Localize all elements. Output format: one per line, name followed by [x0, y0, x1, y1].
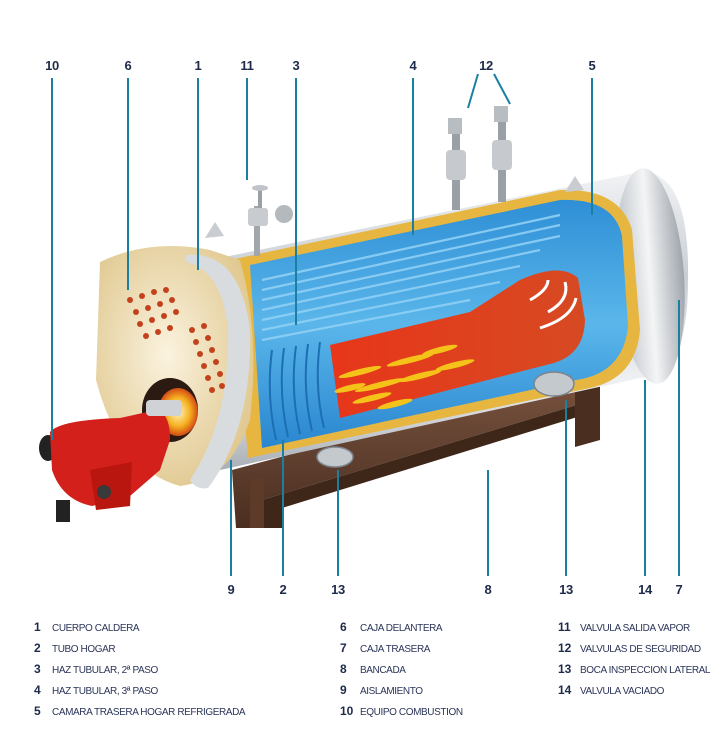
legend-label: Valvula vaciado [580, 686, 665, 697]
legend-number: 13 [558, 662, 572, 676]
legend-column-2: 6 Caja delantera 7 Caja trasera 8 Bancada 9… [340, 620, 463, 725]
legend-number: 6 [340, 620, 347, 634]
legend-label: Camara trasera hogar refrigerada [52, 707, 246, 718]
callout-4: 4 [409, 58, 417, 73]
callout-9: 9 [227, 582, 235, 597]
legend-label: Aislamiento [360, 686, 423, 697]
legend-number: 5 [34, 704, 41, 718]
leader-lines [51, 73, 680, 576]
legend-item: 3 Haz tubular, 2ª paso [34, 662, 245, 683]
legend-number: 7 [340, 641, 347, 655]
legend-item: 12 Valvulas de seguridad [558, 641, 710, 662]
legend-number: 10 [340, 704, 354, 718]
legend-label: Equipo combustion [360, 707, 463, 718]
tube-sheet-holes [127, 287, 225, 393]
legend-item: 14 Valvula vaciado [558, 683, 710, 704]
tube-bundle [261, 213, 561, 342]
legend-number: 1 [34, 620, 41, 634]
legend-number: 14 [558, 683, 572, 697]
legend-label: Tubo hogar [52, 644, 116, 655]
legend-number: 9 [340, 683, 347, 697]
legend-number: 3 [34, 662, 41, 676]
legend-label: Boca inspeccion lateral [580, 665, 711, 676]
legend-item: 1 Cuerpo caldera [34, 620, 245, 641]
callout-10: 10 [45, 58, 59, 73]
legend-item: 13 Boca inspeccion lateral [558, 662, 711, 683]
legend-item: 2 Tubo hogar [34, 641, 245, 662]
legend-item: 10 Equipo combustion [340, 704, 463, 725]
legend-label: Bancada [360, 665, 406, 676]
legend-number: 11 [558, 620, 571, 634]
legend-number: 12 [558, 641, 572, 655]
legend-label: Haz tubular, 3ª paso [52, 686, 158, 697]
callout-12: 12 [479, 58, 493, 73]
legend-item: 7 Caja trasera [340, 641, 463, 662]
lifting-lug-front [205, 222, 224, 238]
legend-item: 11 Valvula salida vapor [558, 620, 710, 641]
legend-label: Caja delantera [360, 623, 443, 634]
furnace-flame [330, 270, 585, 418]
legend-label: Haz tubular, 2ª paso [52, 665, 158, 676]
legend-column-1: 1Cuerpo caldera 2Tubo hogar 3Haz tubular… [34, 620, 246, 725]
callout-13-rear: 13 [559, 582, 573, 597]
inspection-port-front [316, 446, 354, 468]
callout-3: 3 [292, 58, 300, 73]
legend-item: 5 Camara trasera hogar refrigerada [34, 704, 246, 725]
safety-valves [446, 106, 512, 210]
lifting-lug-rear [565, 176, 584, 192]
callout-1: 1 [194, 58, 202, 73]
callout-5: 5 [588, 58, 596, 73]
legend-column-3: 11 Valvula salida vapor 12 Valvulas de seg… [558, 620, 711, 704]
inspection-port-rear [533, 371, 575, 397]
burner-unit [39, 400, 182, 522]
callout-13-front: 13 [331, 582, 345, 597]
steam-outlet-valve [248, 185, 293, 256]
legend-number: 2 [34, 641, 41, 655]
callout-7: 7 [675, 582, 683, 597]
callout-14: 14 [638, 582, 652, 597]
callout-8: 8 [484, 582, 492, 597]
furnace-ribs [268, 341, 325, 441]
legend-label: Cuerpo caldera [52, 623, 140, 634]
legend-item: 8 Bancada [340, 662, 463, 683]
callout-11: 11 [240, 58, 254, 73]
legend-item: 9 Aislamiento [340, 683, 463, 704]
legend-number: 8 [340, 662, 347, 676]
callout-6: 6 [124, 58, 132, 73]
legend-item: 6 Caja delantera [340, 620, 463, 641]
callout-2: 2 [279, 582, 287, 597]
legend-label: Valvula salida vapor [580, 623, 690, 634]
legend-label: Caja trasera [360, 644, 431, 655]
legend-number: 4 [34, 683, 41, 697]
legend-label: Valvulas de seguridad [580, 644, 701, 655]
legend-item: 4 Haz tubular, 3ª paso [34, 683, 245, 704]
